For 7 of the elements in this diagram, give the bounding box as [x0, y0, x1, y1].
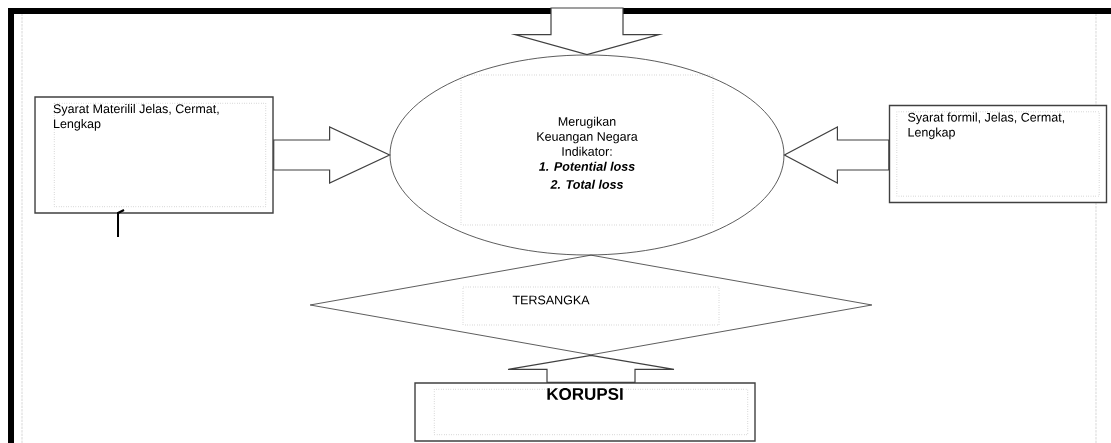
process-box: Syarat Materilil Jelas, Cermat, Lengkap	[34, 96, 274, 214]
block-arrow	[273, 126, 392, 184]
block-arrow	[507, 354, 675, 383]
process-box: Syarat formil, Jelas, Cermat, Lengkap	[888, 104, 1108, 204]
block-arrow	[783, 126, 890, 184]
process-box: KORUPSI	[414, 382, 756, 442]
block-arrow	[510, 7, 664, 56]
